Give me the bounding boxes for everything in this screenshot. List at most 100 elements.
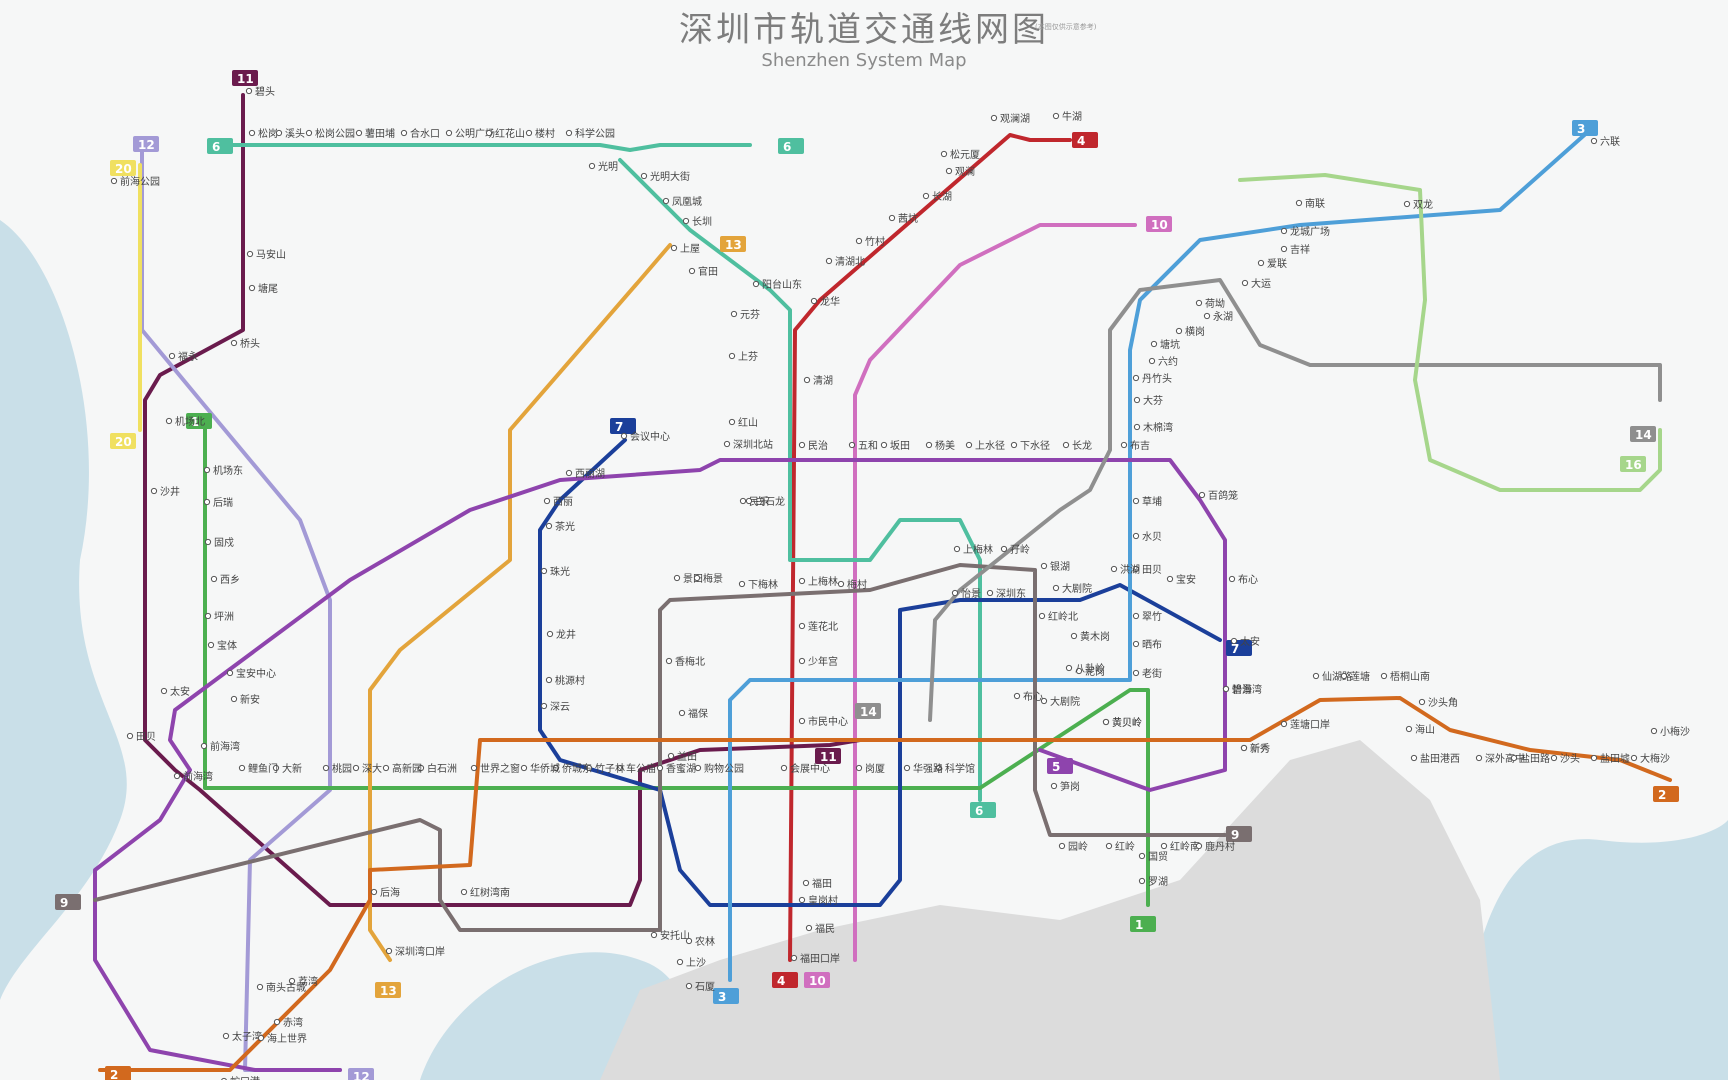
station-marker[interactable] xyxy=(1195,842,1203,850)
station-marker[interactable] xyxy=(650,931,658,939)
station-marker[interactable] xyxy=(1058,842,1066,850)
station-marker[interactable] xyxy=(616,764,624,772)
station-label[interactable]: 车公庙 xyxy=(626,762,656,775)
station-marker[interactable] xyxy=(1052,584,1060,592)
station-marker[interactable] xyxy=(1132,669,1140,677)
station-marker[interactable] xyxy=(1132,565,1140,573)
station-marker[interactable] xyxy=(305,129,313,137)
station-marker[interactable] xyxy=(694,764,702,772)
station-marker[interactable] xyxy=(222,1032,230,1040)
station-marker[interactable] xyxy=(273,1018,281,1026)
station-marker[interactable] xyxy=(825,257,833,265)
station-label[interactable]: 前海湾 xyxy=(210,740,240,753)
station-marker[interactable] xyxy=(588,162,596,170)
station-label[interactable]: 牛湖 xyxy=(1062,110,1082,123)
station-label[interactable]: 清湖 xyxy=(813,374,833,387)
station-label[interactable]: 荔湾 xyxy=(298,975,318,988)
line-badge-l10-top[interactable]: 10 xyxy=(1146,216,1172,232)
station-marker[interactable] xyxy=(1065,664,1073,672)
station-marker[interactable] xyxy=(745,497,753,505)
station-label[interactable]: 民乐 xyxy=(749,496,769,508)
station-marker[interactable] xyxy=(1630,754,1638,762)
station-marker[interactable] xyxy=(805,924,813,932)
station-marker[interactable] xyxy=(203,498,211,506)
station-label[interactable]: 泥岗 xyxy=(1085,665,1105,678)
station-label[interactable]: 深大 xyxy=(362,762,382,775)
station-marker[interactable] xyxy=(670,244,678,252)
station-marker[interactable] xyxy=(803,376,811,384)
station-marker[interactable] xyxy=(673,574,681,582)
station-label[interactable]: 上梅林 xyxy=(963,543,993,556)
station-marker[interactable] xyxy=(925,441,933,449)
station-marker[interactable] xyxy=(540,567,548,575)
station-marker[interactable] xyxy=(1160,842,1168,850)
line-badge-l9-right[interactable]: 9 xyxy=(1226,826,1252,842)
station-label[interactable]: 沙头角 xyxy=(1428,697,1458,709)
station-label[interactable]: 深云 xyxy=(550,701,570,713)
station-marker[interactable] xyxy=(1070,632,1078,640)
line-badge-l10-bot[interactable]: 10 xyxy=(804,972,830,988)
station-marker[interactable] xyxy=(1198,491,1206,499)
station-marker[interactable] xyxy=(1650,727,1658,735)
station-marker[interactable] xyxy=(417,764,425,772)
station-label[interactable]: 市民中心 xyxy=(808,715,848,728)
station-marker[interactable] xyxy=(1000,545,1008,553)
station-label[interactable]: 光明 xyxy=(598,160,618,173)
line-badge-l6-top-left[interactable]: 6 xyxy=(207,138,233,154)
station-marker[interactable] xyxy=(951,589,959,597)
line-badge-l6-top-right[interactable]: 6 xyxy=(778,138,804,154)
station-label[interactable]: 桃源村 xyxy=(555,674,585,687)
station-marker[interactable] xyxy=(1203,312,1211,320)
station-marker[interactable] xyxy=(1230,637,1238,645)
station-marker[interactable] xyxy=(739,497,747,505)
station-label[interactable]: 后瑞 xyxy=(213,497,233,509)
station-marker[interactable] xyxy=(173,772,181,780)
station-marker[interactable] xyxy=(798,441,806,449)
station-marker[interactable] xyxy=(1166,575,1174,583)
station-marker[interactable] xyxy=(275,129,283,137)
line-badge-l4-top[interactable]: 4 xyxy=(1072,132,1098,148)
station-label[interactable]: 桥头 xyxy=(240,338,260,350)
station-marker[interactable] xyxy=(986,589,994,597)
station-marker[interactable] xyxy=(1550,754,1558,762)
station-marker[interactable] xyxy=(168,352,176,360)
station-label[interactable]: 深圳北站 xyxy=(733,438,773,451)
station-label[interactable]: 白石洲 xyxy=(427,762,457,775)
station-marker[interactable] xyxy=(207,641,215,649)
station-label[interactable]: 深外高中 xyxy=(1485,752,1525,765)
station-marker[interactable] xyxy=(965,441,973,449)
station-label[interactable]: 田贝 xyxy=(136,731,156,743)
station-label[interactable]: 坪洲 xyxy=(214,610,234,623)
station-label[interactable]: 农林 xyxy=(695,935,715,948)
station-marker[interactable] xyxy=(1510,754,1518,762)
station-label[interactable]: 长湖 xyxy=(932,191,952,203)
station-label[interactable]: 洪湖 xyxy=(1120,564,1140,576)
station-marker[interactable] xyxy=(798,896,806,904)
station-marker[interactable] xyxy=(1010,441,1018,449)
line-badge-l13-top[interactable]: 13 xyxy=(720,236,746,252)
station-marker[interactable] xyxy=(1403,200,1411,208)
station-label[interactable]: 长圳 xyxy=(692,216,712,228)
station-label[interactable]: 碧海湾 xyxy=(1232,683,1262,696)
station-marker[interactable] xyxy=(1132,640,1140,648)
station-label[interactable]: 龙井 xyxy=(556,628,576,641)
station-label[interactable]: 岗厦 xyxy=(865,763,885,775)
station-label[interactable]: 大梅沙 xyxy=(1640,752,1670,765)
line-badge-l2-right[interactable]: 2 xyxy=(1653,786,1679,802)
station-label[interactable]: 龙城广场 xyxy=(1290,225,1330,238)
station-label[interactable]: 黄贝岭 xyxy=(1112,716,1142,729)
station-label[interactable]: 景田 xyxy=(683,573,703,585)
station-label[interactable]: 石厦 xyxy=(695,981,715,993)
station-marker[interactable] xyxy=(1590,137,1598,145)
station-label[interactable]: 莲塘口岸 xyxy=(1290,718,1330,731)
station-marker[interactable] xyxy=(1150,340,1158,348)
station-label[interactable]: 机场北 xyxy=(175,415,205,428)
station-marker[interactable] xyxy=(1312,672,1320,680)
station-label[interactable]: 红岭 xyxy=(1115,840,1135,853)
station-label[interactable]: 官田 xyxy=(698,265,718,278)
station-label[interactable]: 水贝 xyxy=(1142,531,1162,543)
station-label[interactable]: 大运 xyxy=(1251,277,1271,290)
station-label[interactable]: 杨美 xyxy=(935,439,955,452)
station-label[interactable]: 怡景 xyxy=(1232,683,1252,696)
station-label[interactable]: 八卦岭 xyxy=(1075,662,1105,675)
